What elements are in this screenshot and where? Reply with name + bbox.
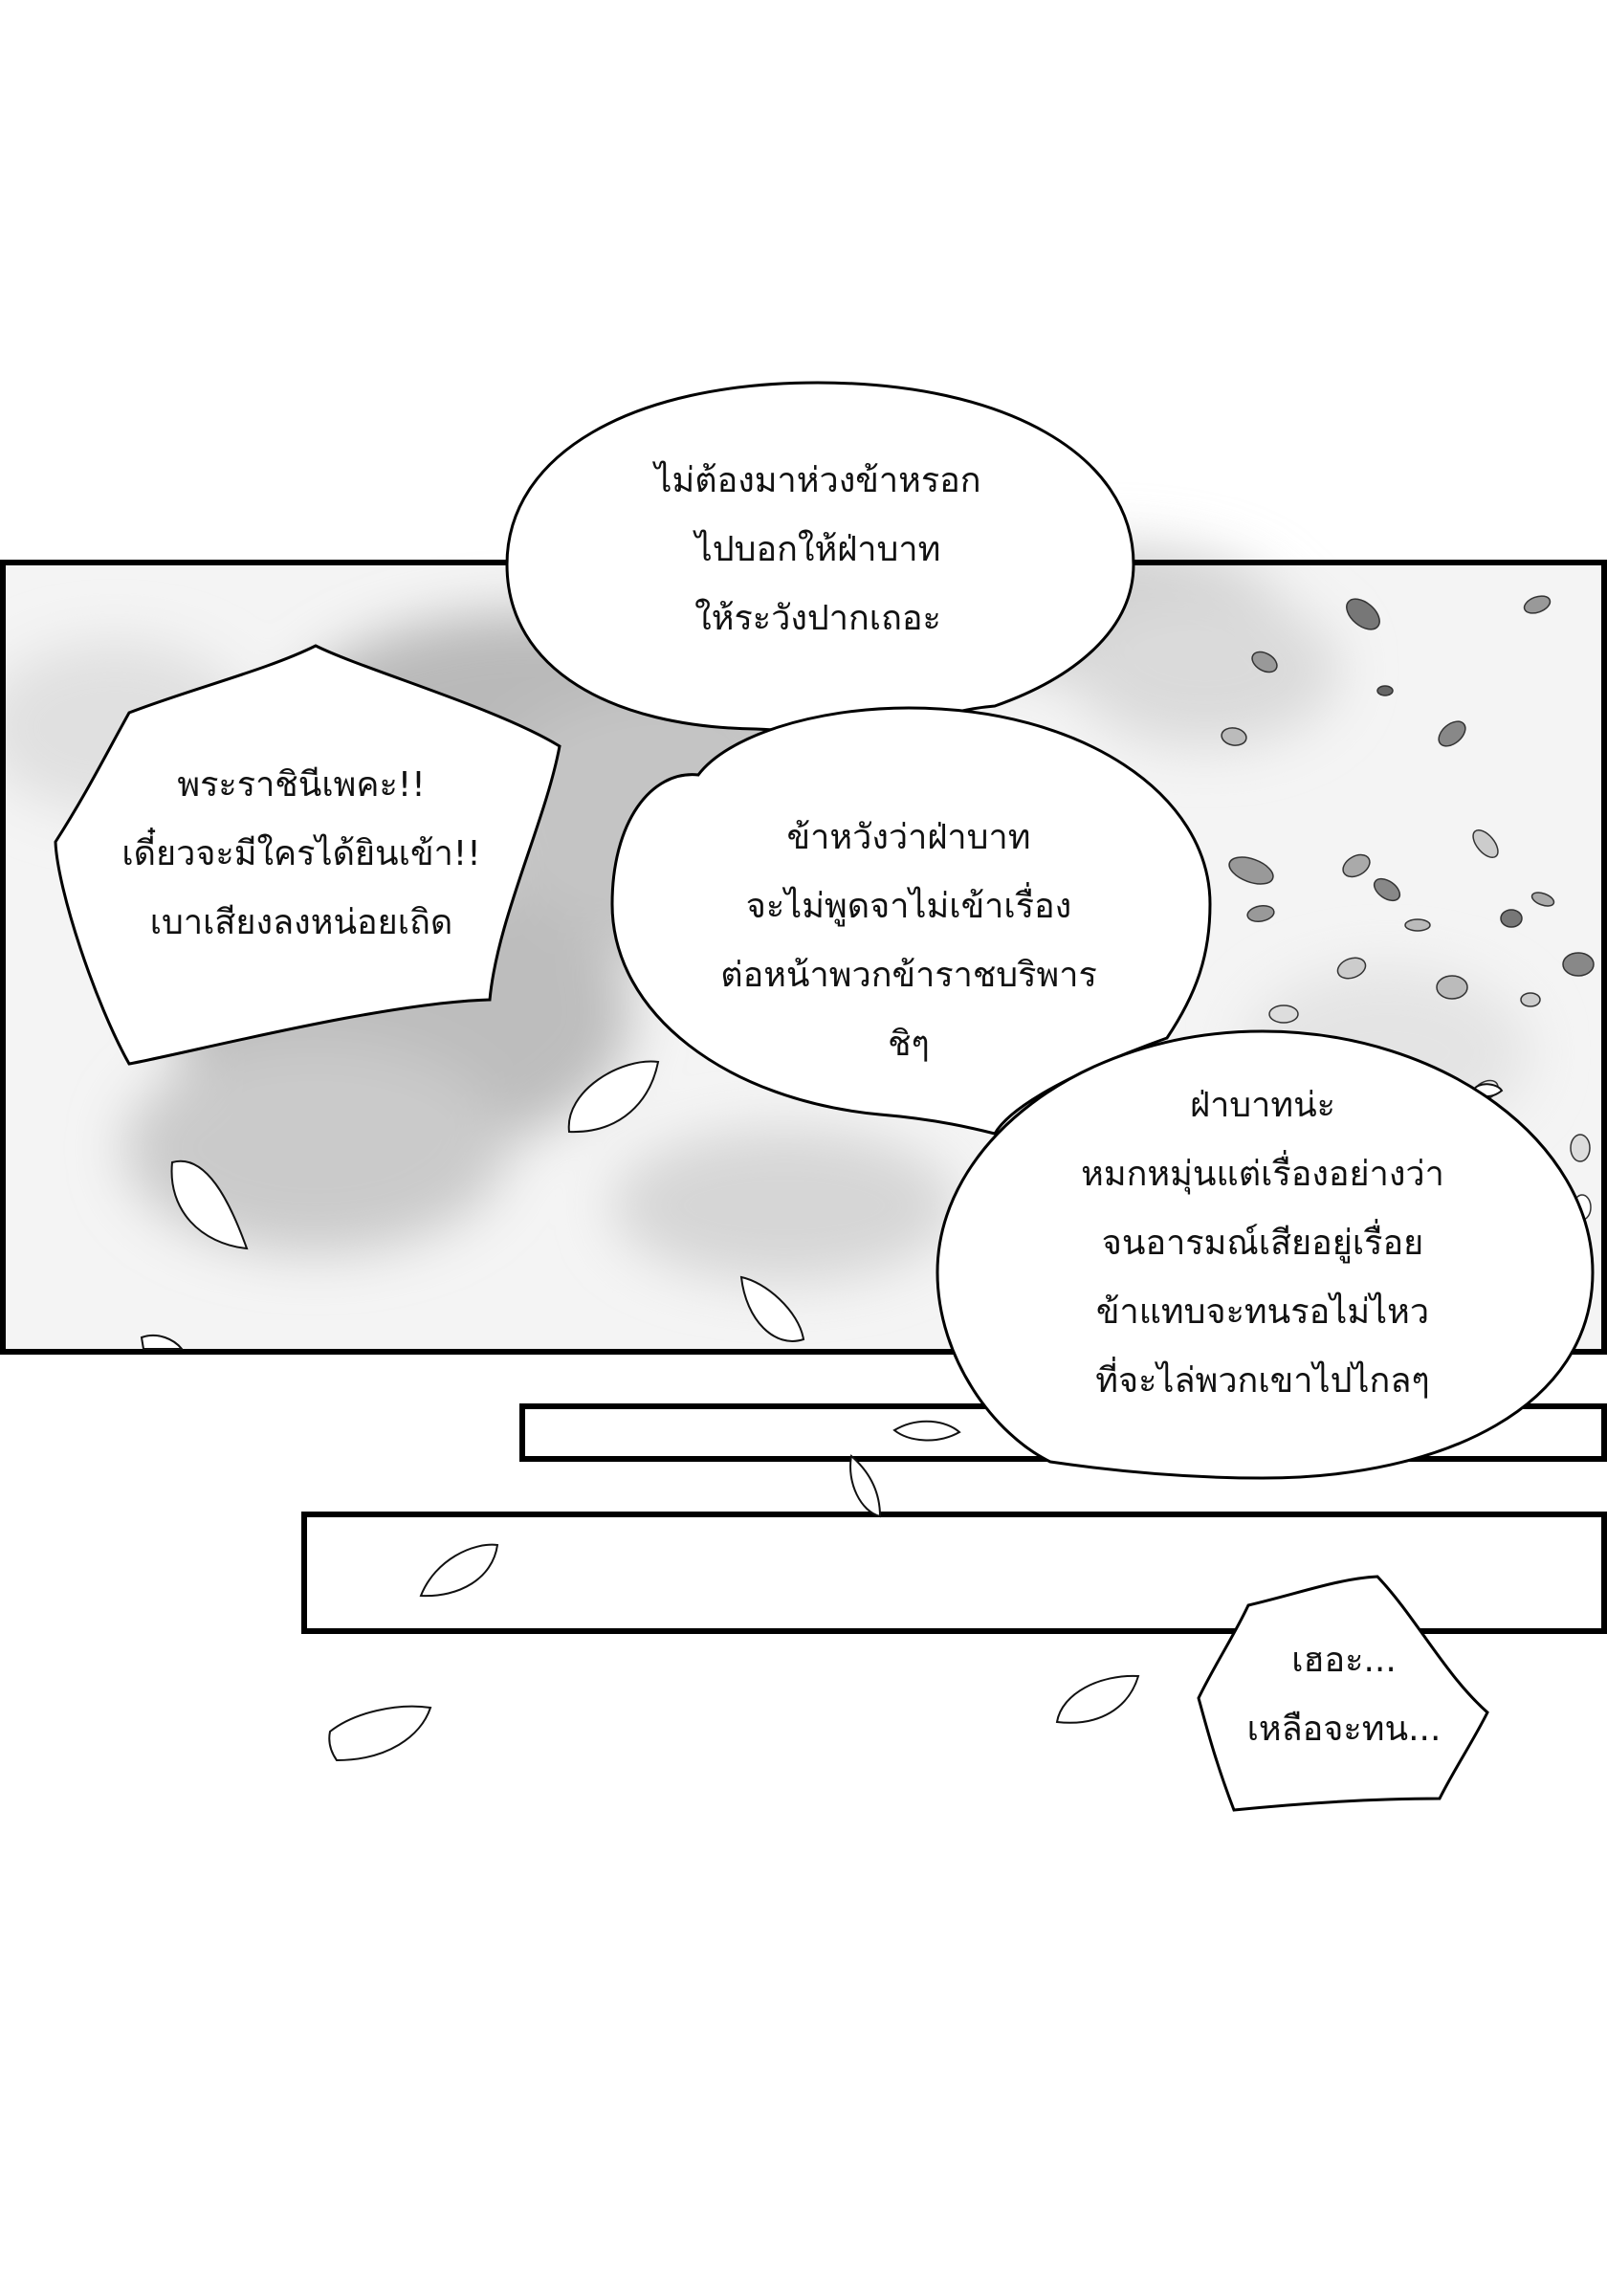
- text-line: ฝ่าบาทน่ะ: [1189, 1086, 1336, 1125]
- text-line: ไปบอกให้ฝ่าบาท: [694, 530, 941, 569]
- white-petals: [140, 1060, 1504, 1762]
- text-line: ต่อหน้าพวกข้าราชบริพาร: [720, 956, 1097, 995]
- dark-petals: [1221, 595, 1595, 1221]
- text-line: เหลือจะทน...: [1246, 1710, 1442, 1749]
- sigh-star-bubble: [1197, 1575, 1489, 1812]
- text-line: พระราชินีเพคะ!!: [177, 765, 426, 805]
- text-line: ชิๆ: [888, 1025, 930, 1064]
- text-line: ให้ระวังปากเถอะ: [694, 599, 941, 638]
- text-line: เดี๋ยวจะมีใครได้ยินเข้า!!: [121, 834, 481, 873]
- top-bubble-text: ไม่ต้องมาห่วงข้าหรอก ไปบอกให้ฝ่าบาท ให้ร…: [531, 447, 1105, 653]
- sigh-bubble-text: เฮอะ... เหลือจะทน...: [1220, 1626, 1468, 1764]
- text-line: ข้าแทบจะทนรอไม่ไหว: [1095, 1292, 1430, 1332]
- text-line: ข้าหวังว่าฝ่าบาท: [786, 818, 1031, 857]
- lower-speech-bubble: [936, 1029, 1595, 1480]
- maid-bubble-text: พระราชินีเพคะ!! เดี๋ยวจะมีใครได้ยินเข้า!…: [91, 751, 512, 958]
- text-line: จนอารมณ์เสียอยู่เรื่อย: [1101, 1224, 1424, 1263]
- text-line: ที่จะไล่พวกเขาไปไกลๆ: [1095, 1361, 1430, 1401]
- text-line: ไม่ต้องมาห่วงข้าหรอก: [654, 461, 981, 500]
- middle-bubble-text: ข้าหวังว่าฝ่าบาท จะไม่พูดจาไม่เข้าเรื่อง…: [650, 804, 1167, 1079]
- lower-bubble-text: ฝ่าบาทน่ะ หมกหมุ่นแต่เรื่องอย่างว่า จนอา…: [995, 1071, 1530, 1416]
- text-line: เบาเสียงลงหน่อยเถิด: [149, 903, 453, 942]
- maid-star-bubble: [54, 644, 561, 1066]
- text-line: หมกหมุ่นแต่เรื่องอย่างว่า: [1081, 1155, 1444, 1194]
- text-line: เฮอะ...: [1291, 1641, 1397, 1680]
- text-line: จะไม่พูดจาไม่เข้าเรื่อง: [745, 887, 1072, 926]
